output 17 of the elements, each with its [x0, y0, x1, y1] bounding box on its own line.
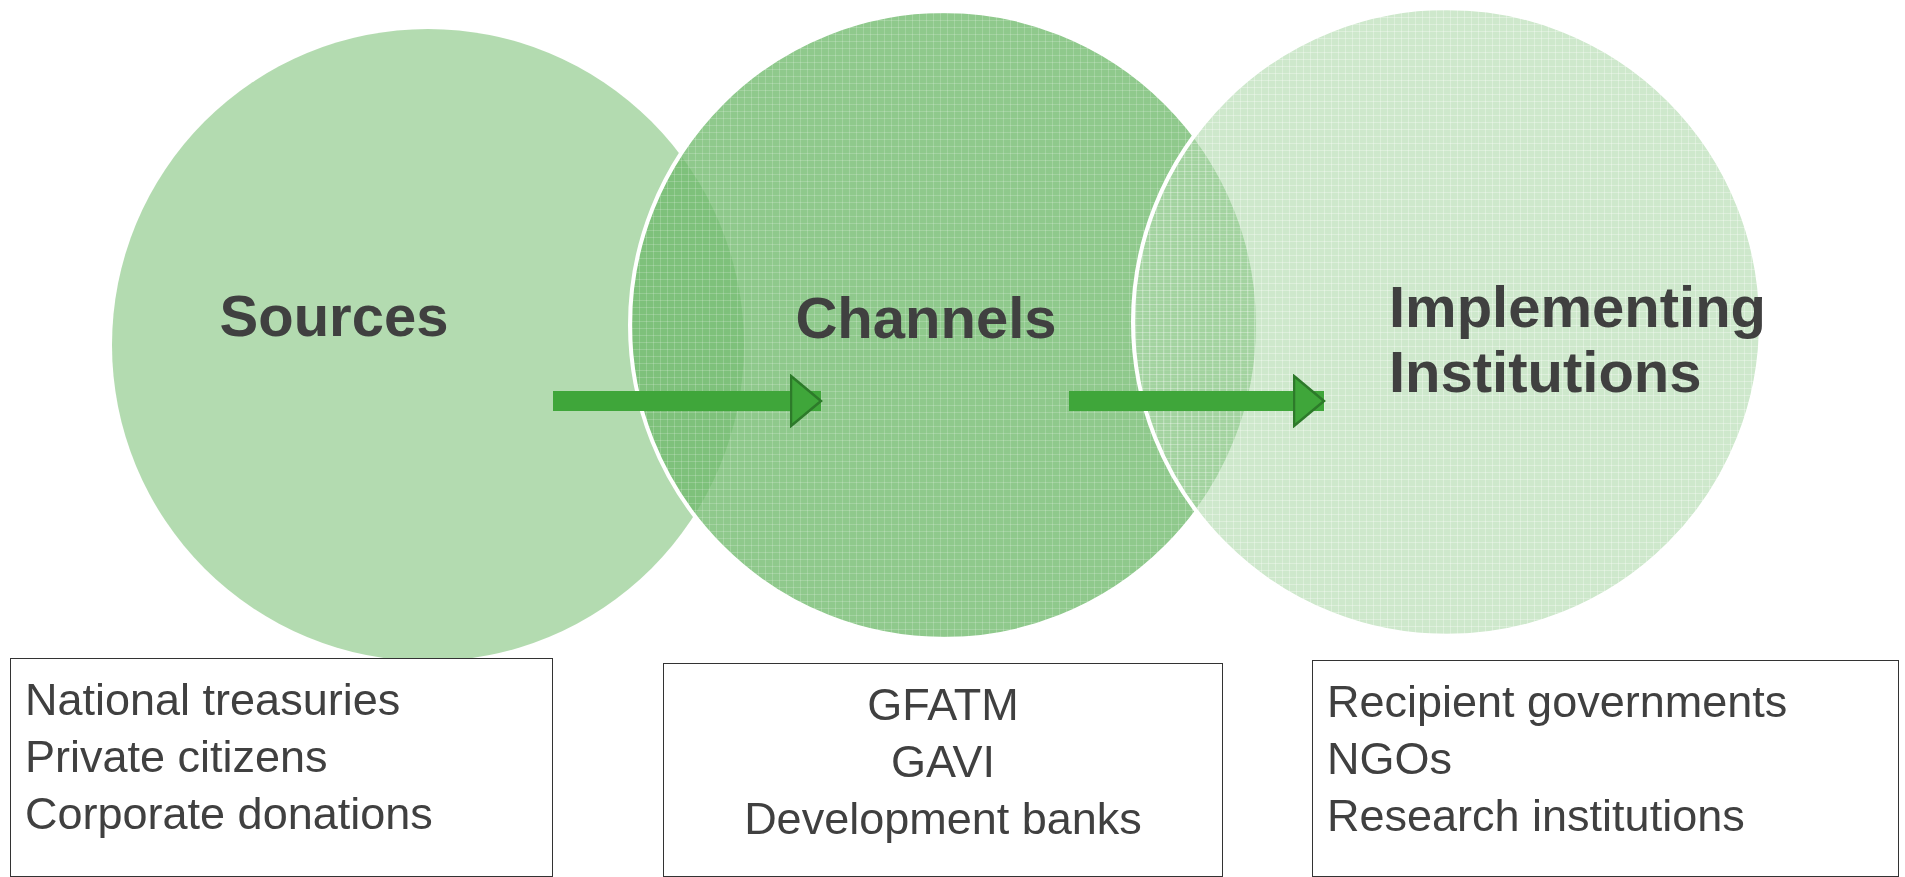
- list-item: Corporate donations: [25, 787, 433, 841]
- list-item: Research institutions: [1327, 789, 1745, 843]
- list-item: Recipient governments: [1327, 675, 1788, 729]
- list-item: Private citizens: [25, 730, 328, 784]
- text-box: [663, 663, 1223, 877]
- circle-title: Sources: [219, 283, 449, 349]
- text-box: [1312, 660, 1899, 877]
- list-item: Development banks: [744, 792, 1142, 846]
- circle-title: Channels: [795, 285, 1057, 351]
- list-item: GFATM: [867, 678, 1019, 732]
- block-arrow: [1069, 374, 1326, 428]
- block-arrow: [553, 374, 823, 428]
- circle-title: Implementing Institutions: [1389, 275, 1768, 405]
- text-box: [10, 658, 553, 877]
- list-item: National treasuries: [25, 673, 401, 727]
- list-item: GAVI: [890, 735, 996, 789]
- list-item: NGOs: [1327, 732, 1452, 786]
